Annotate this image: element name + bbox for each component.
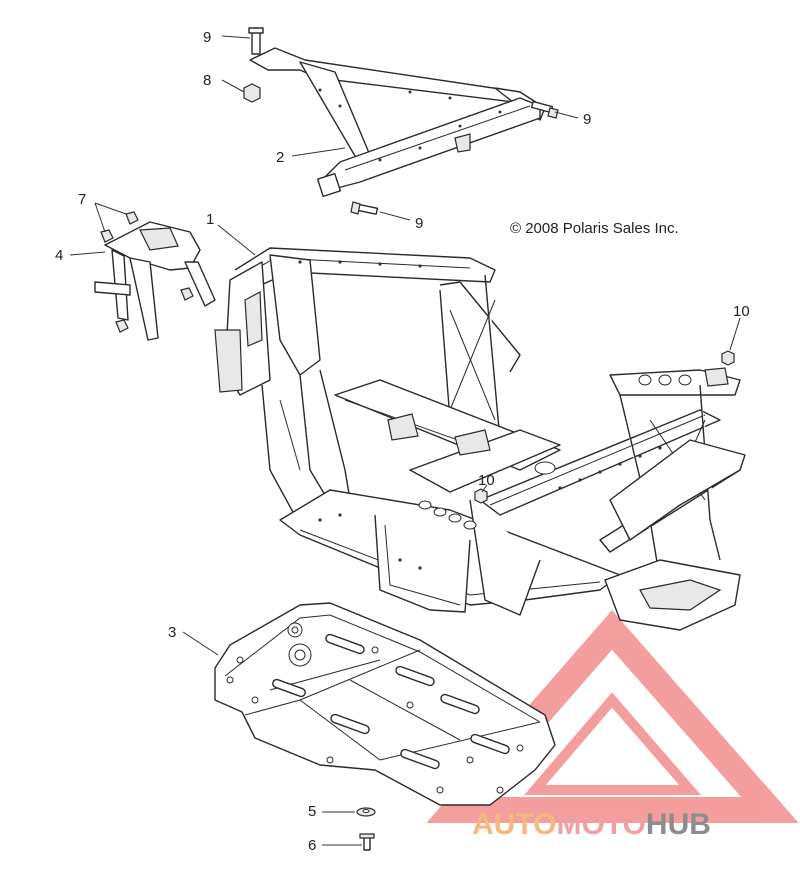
callout-4: 4: [55, 247, 63, 264]
nut-icon: [721, 350, 735, 366]
callout-1: 1: [206, 211, 214, 228]
callout-9-mid: 9: [415, 215, 423, 232]
nut-icon: [474, 488, 488, 504]
callout-10-right: 10: [733, 303, 750, 320]
bolt-icon: [359, 833, 375, 851]
bolt-icon: [350, 201, 379, 215]
callout-9-right: 9: [583, 111, 591, 128]
copyright-notice: © 2008 Polaris Sales Inc.: [510, 220, 679, 237]
callout-5: 5: [308, 803, 316, 820]
callout-7: 7: [78, 191, 86, 208]
front-bracket-part-4: [94, 221, 216, 341]
nut-icon: [243, 83, 261, 103]
bolt-icon: [100, 211, 194, 333]
callout-6: 6: [308, 837, 316, 854]
callout-2: 2: [276, 149, 284, 166]
callout-3: 3: [168, 624, 176, 641]
upper-crossmember-part-2: [249, 47, 546, 198]
callout-8: 8: [203, 72, 211, 89]
washer-icon: [356, 807, 376, 817]
bolt-icon: [530, 100, 559, 119]
watermark-text: AUTOMOTOHUB: [472, 808, 711, 841]
leader-lines: [69, 35, 741, 846]
callout-9-top: 9: [203, 29, 211, 46]
bolt-icon: [248, 27, 264, 55]
callout-10-center: 10: [478, 472, 495, 489]
skid-plate-part-3: [214, 602, 556, 806]
main-frame-part-1: [214, 247, 746, 631]
